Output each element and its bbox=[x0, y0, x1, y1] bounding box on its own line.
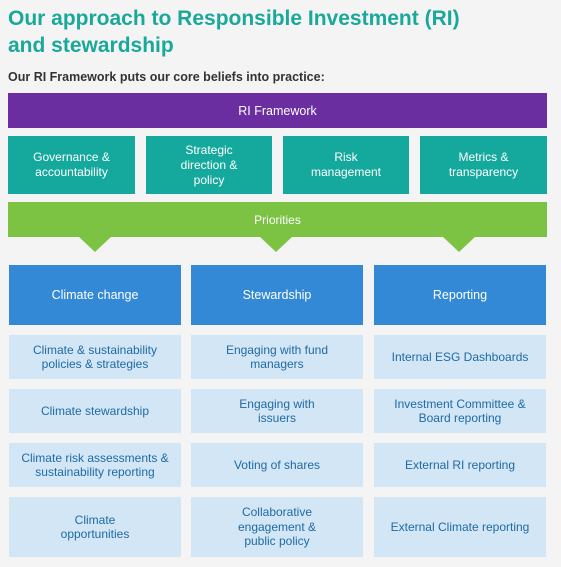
cell-reporting-3: External RI reporting bbox=[374, 443, 546, 487]
cell-stewardship-4: Collaborative engagement & public policy bbox=[191, 497, 363, 557]
pillar-risk-management: Risk management bbox=[283, 136, 409, 194]
priorities-label: Priorities bbox=[254, 212, 301, 227]
cell-climate-change-4: Climate opportunities bbox=[9, 497, 181, 557]
priorities-arrow-3 bbox=[442, 236, 476, 252]
cell-reporting-2: Investment Committee & Board reporting bbox=[374, 389, 546, 433]
page-subtitle: Our RI Framework puts our core beliefs i… bbox=[8, 70, 325, 84]
priorities-bar: Priorities bbox=[8, 202, 547, 237]
pillar-strategic-direction: Strategic direction & policy bbox=[146, 136, 272, 194]
ri-framework-label: RI Framework bbox=[238, 103, 317, 118]
ri-framework-bar: RI Framework bbox=[8, 93, 547, 128]
pillar-governance: Governance & accountability bbox=[8, 136, 135, 194]
cell-stewardship-2: Engaging with issuers bbox=[191, 389, 363, 433]
column-heading-climate-change: Climate change bbox=[9, 265, 181, 325]
pillar-metrics-transparency: Metrics & transparency bbox=[420, 136, 547, 194]
cell-climate-change-1: Climate & sustainability policies & stra… bbox=[9, 335, 181, 379]
cell-stewardship-3: Voting of shares bbox=[191, 443, 363, 487]
cell-stewardship-1: Engaging with fund managers bbox=[191, 335, 363, 379]
column-heading-reporting: Reporting bbox=[374, 265, 546, 325]
cell-climate-change-3: Climate risk assessments & sustainabilit… bbox=[9, 443, 181, 487]
column-heading-stewardship: Stewardship bbox=[191, 265, 363, 325]
priorities-arrow-2 bbox=[259, 236, 293, 252]
priorities-arrow-1 bbox=[78, 236, 112, 252]
cell-climate-change-2: Climate stewardship bbox=[9, 389, 181, 433]
page-title: Our approach to Responsible Investment (… bbox=[8, 7, 460, 57]
cell-reporting-4: External Climate reporting bbox=[374, 497, 546, 557]
cell-reporting-1: Internal ESG Dashboards bbox=[374, 335, 546, 379]
